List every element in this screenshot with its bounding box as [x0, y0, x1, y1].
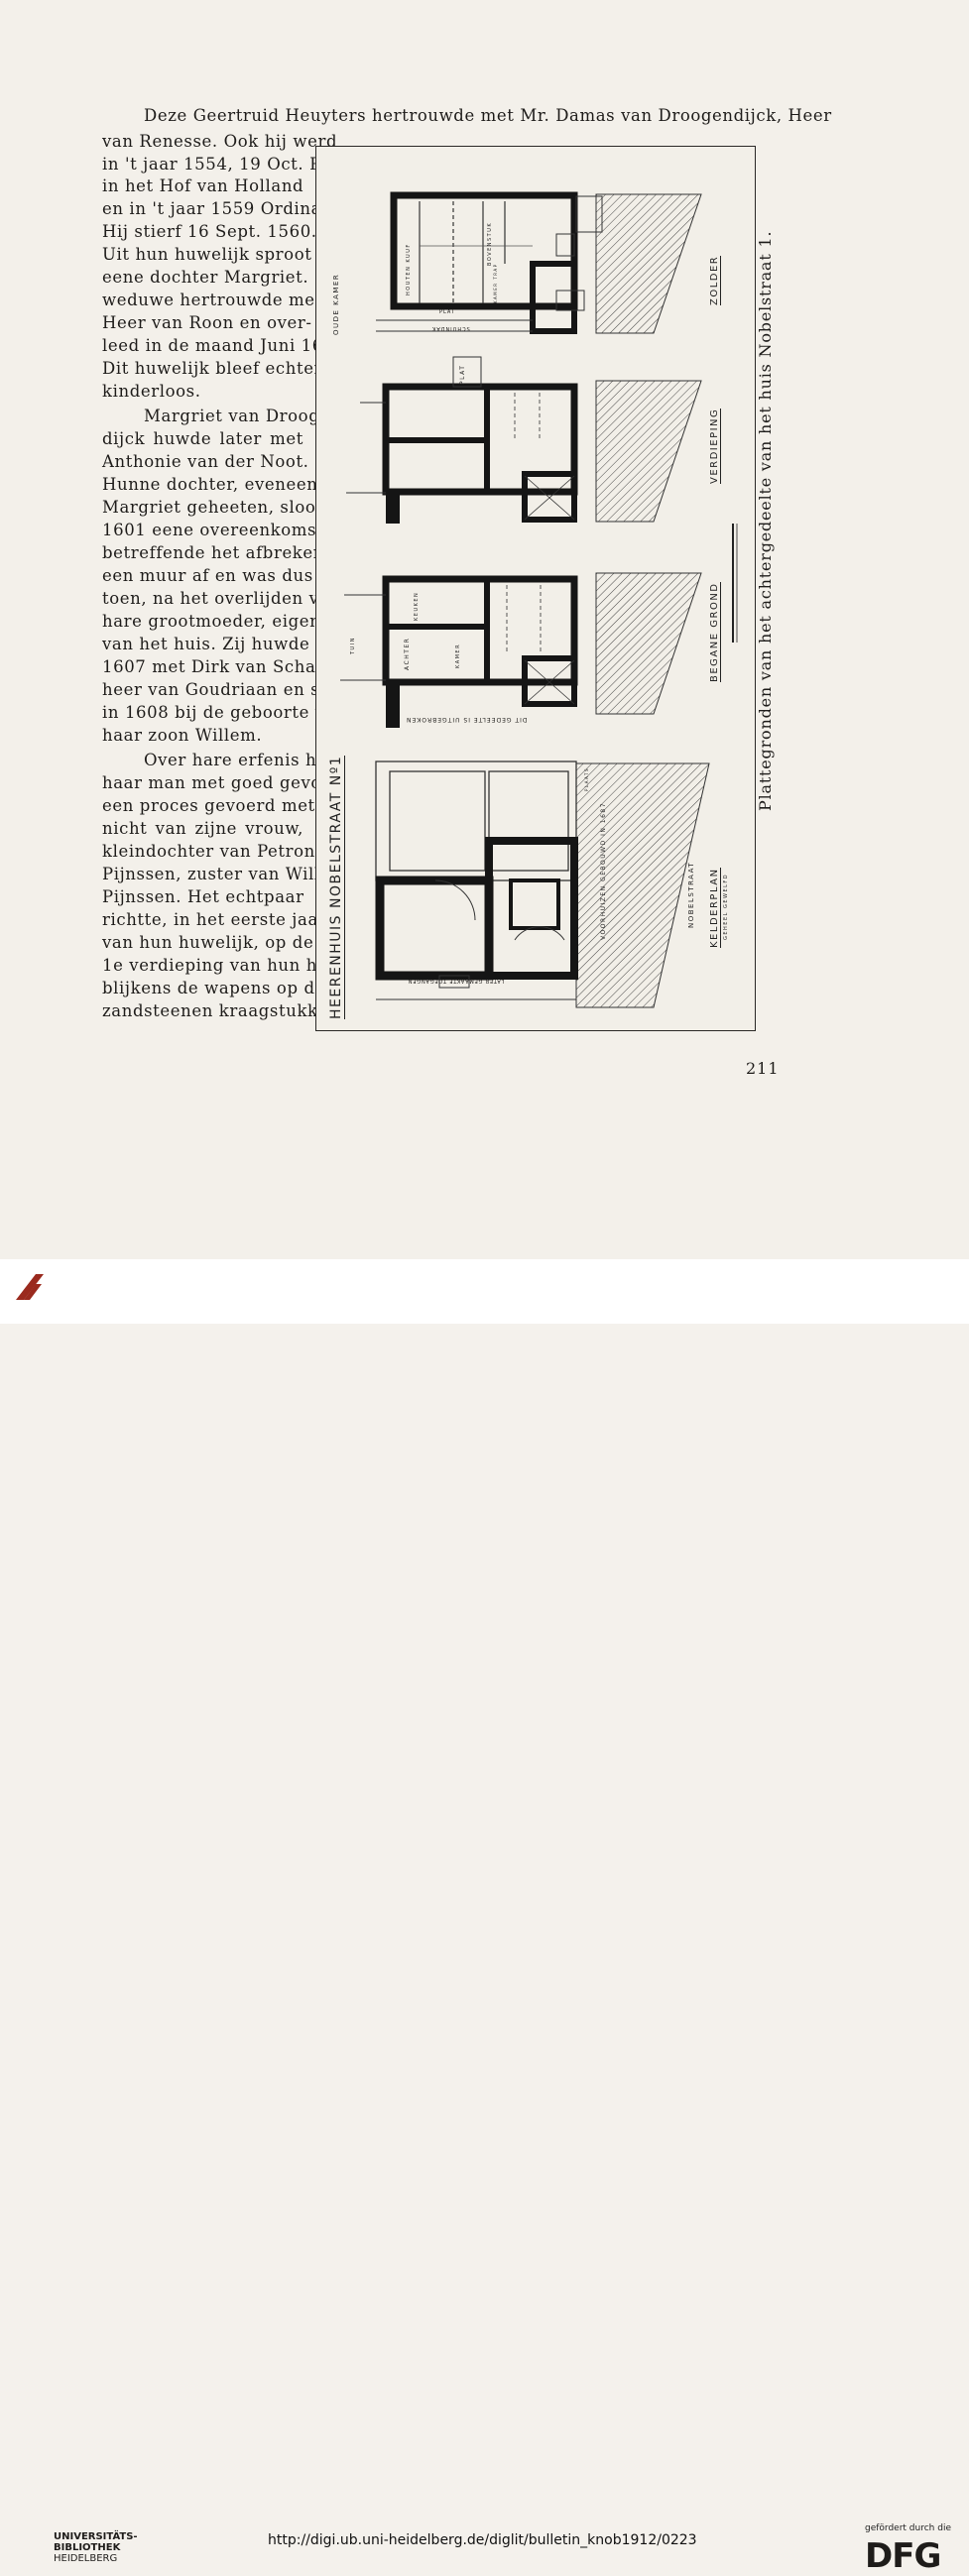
text-line: Margriet geheeten, sloot in [102, 498, 346, 517]
text-line: haar man met goed gevolg [102, 773, 338, 792]
text-line: en in 't jaar 1559 Ordinaris. [102, 199, 351, 218]
text-line: haar zoon Willem. [102, 726, 263, 745]
text-line: kleindochter van Petronella [102, 842, 348, 861]
text-line: leed in de maand Juni 1601. [102, 336, 351, 355]
text-line: in 1608 bij de geboorte van [102, 703, 347, 722]
text-line: 1e verdieping van hun huis, [102, 956, 349, 975]
label-houten-kuuf: HOUTEN KUUF [406, 243, 412, 295]
library-line-1: UNIVERSITÄTS- [54, 2531, 138, 2542]
text-line: toen, na het overlijden van [102, 589, 341, 608]
text-line: 1607 met Dirk van Schagen, [102, 657, 354, 676]
verdieping-plan [346, 356, 702, 524]
label-plaats: PLAATS [584, 767, 589, 791]
label-kamer: KAMER [455, 643, 461, 668]
label-achter: ACHTER [404, 637, 411, 670]
text-line: weduwe hertrouwde met een [102, 291, 360, 309]
label-schuindak: SCHUINDAK [431, 325, 470, 331]
kelderplan [375, 761, 710, 1008]
text-line: Heer van Roon en over- [102, 313, 312, 332]
funded-by-text: gefördert durch die [865, 2523, 951, 2533]
label-nobelstraat: NOBELSTRAAT [687, 861, 695, 928]
text-line: Uit hun huwelijk sproot [102, 245, 312, 264]
source-url[interactable]: http://digi.ub.uni-heidelberg.de/diglit/… [268, 2532, 697, 2548]
library-line-3: HEIDELBERG [54, 2553, 118, 2564]
label-gewelfd: GEHEEL GEWELFD [723, 873, 729, 940]
figure-caption: Plattegronden van het achtergedeelte van… [756, 230, 775, 811]
text-line: hare grootmoeder, eigenares [102, 612, 359, 631]
plate-title: HEERENHUIS NOBELSTRAAT Nº1 [328, 755, 345, 1019]
text-line: van Renesse. Ook hij werd [102, 132, 338, 151]
text-line: zandsteenen kraagstukken [102, 1001, 340, 1020]
text-line: Dit huwelijk bleef echter [102, 359, 323, 378]
label-voorhuizen: VOORHUIZEN GEBOUWD IN 1687 [600, 801, 607, 940]
label-plat-zolder: PLAT [439, 309, 456, 315]
text-line: richtte, in het eerste jaar [102, 910, 327, 929]
text-line: Pijnssen. Het echtpaar [102, 887, 304, 906]
label-latere-toegangen: LATER GEMAAKTE TOEGANGEN [408, 978, 505, 984]
text-line: een proces gevoerd met eene [102, 796, 363, 815]
text-line: heer van Goudriaan en stierf [102, 680, 358, 699]
text-line: blijkens de wapens op de [102, 979, 326, 997]
text-line: kinderloos. [102, 382, 201, 401]
library-name: UNIVERSITÄTS- BIBLIOTHEK HEIDELBERG [54, 2531, 138, 2564]
label-gedeelte-uitgebroken: DIT GEDEELTE IS UITGEBROKEN [406, 716, 528, 723]
page-number: 211 [746, 1059, 780, 1078]
library-logo-icon [16, 1274, 44, 1300]
book-page: Deze Geertruid Heuyters hertrouwde met M… [0, 0, 969, 1259]
text-line: Hunne dochter, eveneens [102, 475, 327, 494]
floor-plans-drawing [340, 191, 738, 1008]
zolder-plan [376, 191, 702, 334]
label-tuin: TUIN [350, 637, 356, 654]
label-verdieping: VERDIEPING [709, 408, 721, 484]
label-kamer-trap: KAMER TRAP [493, 263, 498, 303]
label-keuken: KEUKEN [414, 591, 420, 621]
begane-grond-plan [340, 572, 702, 728]
text-line: in 't jaar 1554, 19 Oct. Raad [102, 155, 355, 174]
text-line: van het huis. Zij huwde in [102, 635, 333, 653]
label-bovenstuk: BOVENSTUK [487, 221, 493, 266]
library-line-2: BIBLIOTHEK [54, 2542, 121, 2553]
text-line: Hij stierf 16 Sept. 1560. [102, 222, 317, 241]
floor-plan-plate: HEERENHUIS NOBELSTRAAT Nº1 ZOLDER VERDIE… [315, 146, 756, 1031]
text-line: betreffende het afbreken van [102, 543, 362, 562]
text-line: in het Hof van Holland [102, 176, 304, 195]
label-begane-grond: BEGANE GROND [709, 582, 721, 682]
dfg-logo: DFG [865, 2536, 941, 2576]
text-line: Margriet van Droogen- [144, 407, 348, 425]
text-line: eene dochter Margriet. De [102, 268, 339, 287]
text-line: van hun huwelijk, op de [102, 933, 314, 952]
text-line: een muur af en was dus [102, 566, 313, 585]
text-line: Pijnssen, zuster van Willem [102, 865, 347, 883]
text-line: Over hare erfenis heeft [144, 751, 351, 769]
text-line: Anthonie van der Noot. [102, 452, 309, 471]
text-line: 1601 eene overeenkomst [102, 521, 324, 539]
text-line: dijck huwde later met [102, 429, 303, 448]
text-line: nicht van zijne vrouw, [102, 819, 303, 838]
label-plat-verdieping: PLAT [459, 364, 466, 385]
label-kelderplan: KELDERPLAN [709, 868, 721, 948]
label-zolder: ZOLDER [709, 255, 721, 305]
footer-bar: UNIVERSITÄTS- BIBLIOTHEK HEIDELBERG http… [0, 1259, 969, 2576]
label-oude-kamer: OUDE KAMER [332, 273, 340, 335]
text-line-first: Deze Geertruid Heuyters hertrouwde met M… [144, 106, 832, 125]
